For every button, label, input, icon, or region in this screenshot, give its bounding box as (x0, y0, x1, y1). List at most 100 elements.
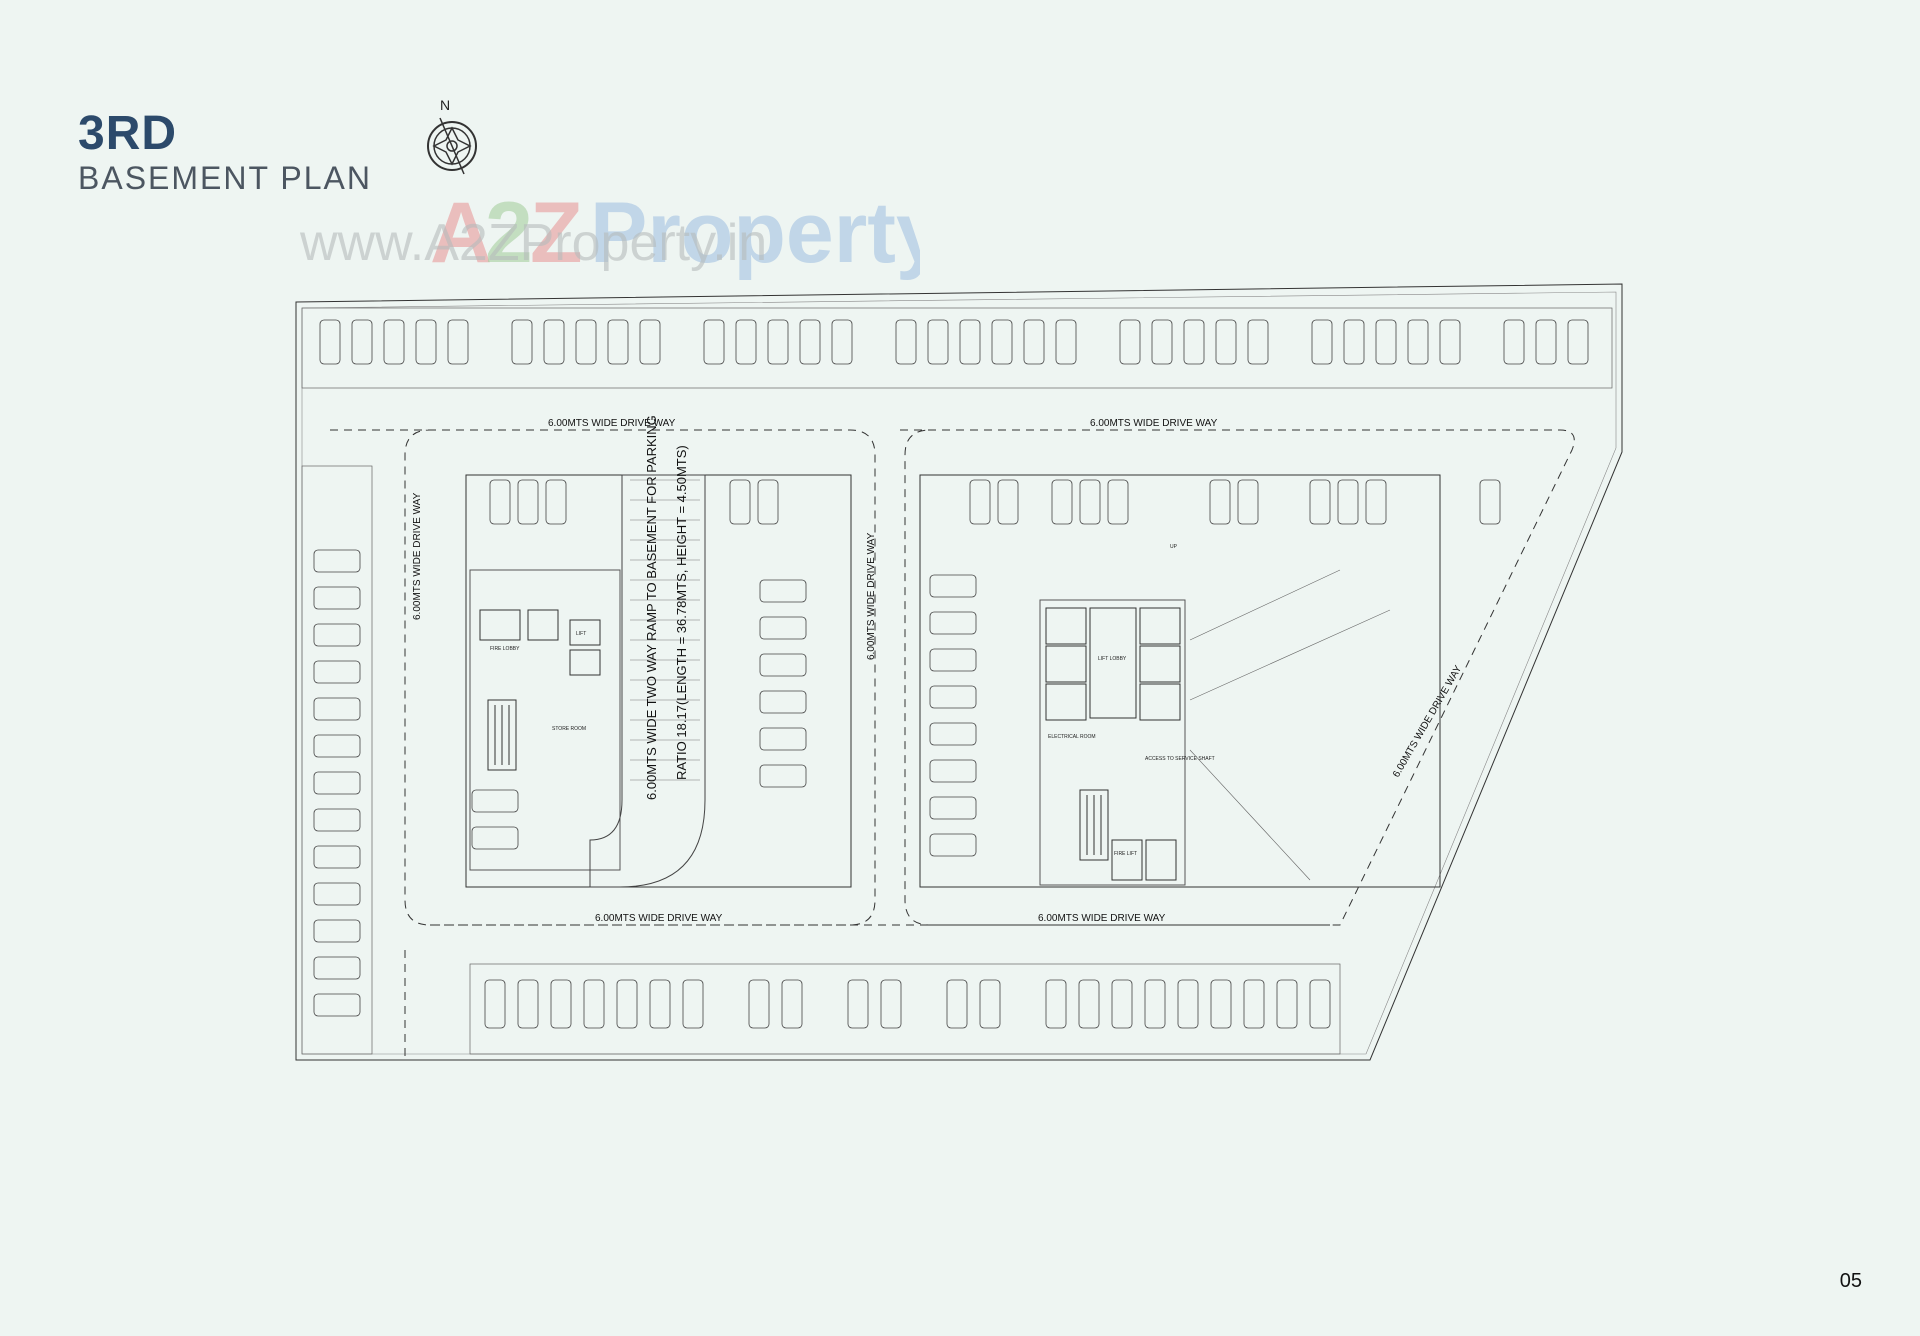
parking-stall (616, 979, 638, 1029)
svg-text:A: A (430, 190, 492, 281)
parking-stall (649, 979, 671, 1029)
parking-stall (959, 319, 981, 365)
parking-stall (759, 653, 807, 677)
parking-stall (969, 479, 991, 525)
parking-stall (1407, 319, 1429, 365)
parking-stall (880, 979, 902, 1029)
parking-stall (1247, 319, 1269, 365)
parking-stall (748, 979, 770, 1029)
parking-stall (759, 616, 807, 640)
room-fire-lift: FIRE LIFT (1114, 851, 1137, 857)
svg-text:Z: Z (530, 190, 583, 281)
parking-stall (319, 319, 341, 365)
parking-stall (1209, 479, 1231, 525)
parking-stall (313, 771, 361, 795)
room-service-shaft: ACCESS TO SERVICE SHAFT (1145, 756, 1215, 762)
room-lift-lobby: LIFT LOBBY (1098, 656, 1127, 662)
ramp-label-2: RATIO 18.17(LENGTH = 36.78MTS, HEIGHT = … (674, 445, 689, 780)
parking-stall (484, 979, 506, 1029)
basement-floor-plan: 6.00MTS WIDE DRIVE WAY 6.00MTS WIDE DRIV… (295, 283, 1623, 1061)
parking-stall (929, 833, 977, 857)
room-up: UP (1170, 544, 1178, 550)
parking-stall (767, 319, 789, 365)
parking-stall (1243, 979, 1265, 1029)
parking-stall (929, 796, 977, 820)
parking-stall (313, 919, 361, 943)
parking-stall (607, 319, 629, 365)
parking-stall (471, 826, 519, 850)
driveway-loop-right (900, 429, 1575, 926)
north-compass-icon: N (427, 97, 477, 175)
parking-stall (1237, 479, 1259, 525)
parking-stall (517, 479, 539, 525)
parking-stall (1079, 479, 1101, 525)
parking-stall (759, 579, 807, 603)
driveway-label-mid-vertical: 6.00MTS WIDE DRIVE WAY (866, 532, 877, 660)
parking-stall (1567, 319, 1589, 365)
parking-stall (517, 979, 539, 1029)
parking-stall (1055, 319, 1077, 365)
parking-stall (759, 764, 807, 788)
parking-stall (997, 479, 1019, 525)
parking-stall (1309, 979, 1331, 1029)
parking-stall (729, 479, 751, 525)
parking-stall (1111, 979, 1133, 1029)
parking-stall (1503, 319, 1525, 365)
parking-stall (1479, 479, 1501, 525)
parking-stall (1023, 319, 1045, 365)
parking-stall (929, 759, 977, 783)
room-store-room: STORE ROOM (552, 726, 586, 732)
parking-stall (1151, 319, 1173, 365)
svg-text:Property: Property (590, 190, 920, 281)
parking-stall (639, 319, 661, 365)
parking-stall (929, 722, 977, 746)
parking-stall (575, 319, 597, 365)
parking-stall (550, 979, 572, 1029)
parking-stall (1311, 319, 1333, 365)
parking-stall (929, 574, 977, 598)
svg-text:www.A2ZProperty.in: www.A2ZProperty.in (300, 214, 767, 272)
parking-stall (757, 479, 779, 525)
svg-text:2: 2 (485, 190, 533, 281)
driveway-loop-left (330, 429, 876, 926)
parking-stall (895, 319, 917, 365)
driveway-label-diagonal: 6.00MTS WIDE DRIVE WAY (1391, 664, 1464, 780)
parking-stall (991, 319, 1013, 365)
parking-stall (1309, 479, 1331, 525)
driveway-label-top-right: 6.00MTS WIDE DRIVE WAY (1090, 418, 1218, 429)
parking-stall (929, 611, 977, 635)
title-block: 3RD BASEMENT PLAN (78, 107, 372, 195)
parking-stall (545, 479, 567, 525)
parking-stall (583, 979, 605, 1029)
parking-stall (847, 979, 869, 1029)
parking-stall (415, 319, 437, 365)
ramp (589, 474, 706, 888)
parking-stall (471, 789, 519, 813)
parking-stall (1439, 319, 1461, 365)
room-lift: LIFT (576, 631, 586, 637)
parking-stall (1365, 479, 1387, 525)
parking-stall (946, 979, 968, 1029)
parking-stall (313, 808, 361, 832)
parking-stall (1183, 319, 1205, 365)
parking-stall (489, 479, 511, 525)
parking-stall (447, 319, 469, 365)
parking-stall (759, 690, 807, 714)
parking-stall (1337, 479, 1359, 525)
parking-stall (543, 319, 565, 365)
parking-stall (313, 956, 361, 980)
driveway-label-top-left: 6.00MTS WIDE DRIVE WAY (548, 418, 676, 429)
parking-stall (682, 979, 704, 1029)
parking-stall (313, 660, 361, 684)
parking-stall (313, 549, 361, 573)
parking-stall (1215, 319, 1237, 365)
watermark-logo: A 2 Z Property www.A2ZProperty.in (300, 190, 920, 281)
page-title: 3RD (78, 107, 178, 160)
room-fire-lobby: FIRE LOBBY (490, 646, 520, 652)
compass-north-label: N (440, 97, 450, 113)
parking-stall (735, 319, 757, 365)
parking-stall (351, 319, 373, 365)
parking-stall (1045, 979, 1067, 1029)
parking-stall (1343, 319, 1365, 365)
parking-stall (313, 697, 361, 721)
